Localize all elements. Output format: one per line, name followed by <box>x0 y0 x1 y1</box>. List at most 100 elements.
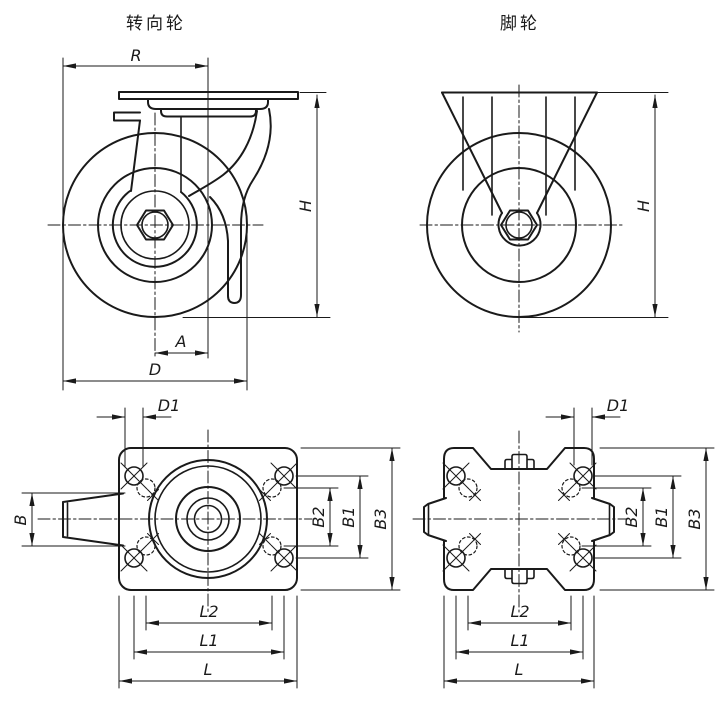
fixed-plan-geometry <box>412 430 627 613</box>
dim-label-H: H <box>634 200 653 212</box>
fork-leg-outer-edge <box>227 108 272 304</box>
hole-circle <box>446 466 466 486</box>
dim-label-L: L <box>204 660 213 679</box>
hole-cross-marks <box>259 462 298 501</box>
hole-cross-marks <box>442 462 481 501</box>
dimension-R: R <box>62 46 209 69</box>
dimension-L1-fixed: L1 <box>455 595 584 660</box>
hole-circle <box>573 548 593 568</box>
brake-tab <box>113 111 141 122</box>
dimension-L2-swivel: L2 <box>145 595 273 631</box>
dimension-D1-fixed: D1 <box>545 396 630 466</box>
extension-lines-L1 <box>455 595 584 660</box>
fork-left-edge <box>441 91 503 214</box>
dim-label-R: R <box>130 46 141 65</box>
extension-lines-B1 <box>593 475 682 559</box>
hole-cross-marks <box>120 462 159 501</box>
hole-circle <box>274 548 294 568</box>
dimension-D: D <box>62 360 248 384</box>
slot-circle <box>458 536 478 556</box>
dimension-B3-fixed: B3 <box>599 447 715 591</box>
slot-circle <box>561 536 581 556</box>
dimension-L-fixed: L <box>443 595 595 689</box>
swivel-plan-geometry <box>37 429 313 613</box>
slot-circle <box>262 536 282 556</box>
fork-leg-inner-edge <box>188 110 258 197</box>
dimension-B1-fixed: B1 <box>593 475 682 559</box>
swivel-side-view: R H A D <box>47 46 331 391</box>
extension-lines-B2 <box>581 487 652 547</box>
extension-lines-D1 <box>124 407 144 468</box>
fork-right-edge <box>536 91 598 214</box>
extension-lines-B <box>21 492 126 547</box>
slot-circle <box>136 536 156 556</box>
bolt-hole-bottom-right <box>558 533 597 572</box>
dim-label-L2: L2 <box>199 602 218 621</box>
slot-circle <box>458 478 478 498</box>
bolt-hole-bottom-left <box>442 533 481 572</box>
title-fixed-caster: 脚轮 <box>500 14 540 34</box>
hole-circle <box>124 466 144 486</box>
wheel-tread-outline <box>62 492 124 547</box>
dimension-L2-fixed: L2 <box>467 595 572 631</box>
dim-label-B: B <box>11 515 30 526</box>
dim-label-L1: L1 <box>510 631 529 650</box>
hole-cross-marks <box>259 533 298 572</box>
bolt-hole-top-right <box>259 462 298 501</box>
dimension-H-swivel: H <box>296 94 320 318</box>
dimension-L1-swivel: L1 <box>133 595 285 660</box>
dim-label-L: L <box>515 660 524 679</box>
dim-label-B3: B3 <box>371 508 390 529</box>
dimension-H-fixed: H <box>634 94 658 318</box>
bolt-hole-bottom-left <box>120 533 159 572</box>
dim-label-B1: B1 <box>652 506 671 527</box>
extension-lines-L1 <box>133 595 285 660</box>
extension-lines-L <box>443 595 595 689</box>
swivel-plan-view: D1 B B2 B1 B3 L2 L1 <box>11 396 401 689</box>
dim-label-D: D <box>149 360 161 379</box>
dimension-B3-swivel: B3 <box>300 447 401 591</box>
hole-cross-marks <box>442 533 481 572</box>
bolt-hole-top-left <box>120 462 159 501</box>
hole-cross-marks <box>558 462 597 501</box>
slot-circle <box>136 478 156 498</box>
dim-label-L2: L2 <box>510 602 529 621</box>
bolt-hole-top-right <box>558 462 597 501</box>
dimension-D1-swivel: D1 <box>96 396 180 468</box>
fork-leg-lower-edge <box>209 196 229 242</box>
bolt-hole-bottom-right <box>259 533 298 572</box>
dim-label-A: A <box>175 332 187 351</box>
fixed-side-view: H <box>419 84 669 333</box>
wheel-top-profile <box>62 492 124 547</box>
slot-circle <box>561 478 581 498</box>
dim-label-B3: B3 <box>685 508 704 529</box>
fixed-plan-view: D1 B2 B1 B3 L2 L1 L <box>412 396 715 689</box>
dim-label-B2: B2 <box>309 506 328 527</box>
extension-lines-B3 <box>300 447 401 591</box>
dim-label-L1: L1 <box>199 631 218 650</box>
fixed-side-geometry <box>419 84 669 333</box>
hole-cross-marks <box>120 533 159 572</box>
hole-circle <box>446 548 466 568</box>
title-swivel-caster: 转向轮 <box>126 14 186 34</box>
extension-lines-L <box>118 595 298 689</box>
slot-circle <box>262 478 282 498</box>
extension-lines-D1 <box>573 407 593 466</box>
dimension-L-swivel: L <box>118 595 298 689</box>
dim-label-D1: D1 <box>607 396 630 415</box>
hole-circle <box>124 548 144 568</box>
dimension-B: B <box>11 492 126 547</box>
hole-circle <box>274 466 294 486</box>
fork-stem-left-edge <box>130 119 141 192</box>
dimension-B1-swivel: B1 <box>295 475 369 559</box>
dimension-B2-swivel: B2 <box>283 487 339 547</box>
swivel-side-geometry <box>47 57 331 391</box>
dimension-B2-fixed: B2 <box>581 487 652 547</box>
dim-label-H: H <box>296 200 315 212</box>
dimension-A: A <box>154 332 209 356</box>
extension-lines-B1 <box>295 475 369 559</box>
bolt-hole-top-left <box>442 462 481 501</box>
dim-label-B1: B1 <box>339 506 358 527</box>
